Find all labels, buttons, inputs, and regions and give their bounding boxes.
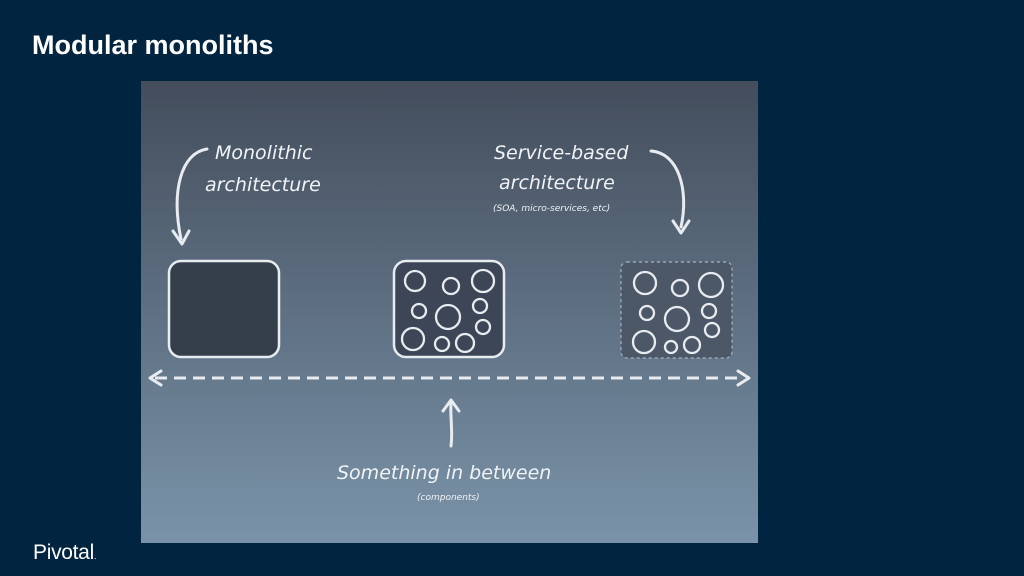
monolith-pointer-arrow [175,147,209,241]
service-pointer-arrowhead [671,219,691,235]
monolithic-label-line2: architecture [205,174,321,196]
service-label-line2: architecture [499,172,615,194]
service-pointer-arrow [649,149,686,229]
monolith-pointer-arrowhead [171,229,191,246]
slide-title: Modular monoliths [32,30,274,60]
pivotal-logo-mark: . [93,551,97,561]
service-label-line1: Service-based [494,142,629,164]
service-label-note: (SOA, micro-services, etc) [493,204,610,214]
spectrum-right-arrowhead [736,369,751,387]
modular-monolith-box [392,259,506,359]
spectrum-left-arrowhead [148,369,163,387]
between-note: (components) [417,493,480,503]
pivotal-logo: Pivotal. [33,541,96,565]
between-label: Something in between [337,462,551,484]
service-based-box [620,261,733,359]
between-pointer-arrow [449,401,454,448]
monolithic-label-line1: Monolithic [215,142,313,164]
architecture-diagram: Monolithic architecture Service-based ar… [141,81,758,543]
between-pointer-arrowhead [441,398,461,413]
pivotal-logo-text: Pivotal [33,541,94,564]
monolith-box [167,259,281,359]
